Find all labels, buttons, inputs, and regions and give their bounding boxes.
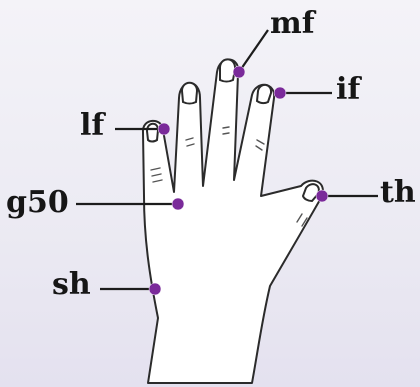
sh-marker bbox=[148, 282, 162, 296]
labels: mf if lf g50 th sh bbox=[6, 6, 416, 302]
label-if: if bbox=[336, 72, 362, 107]
label-g50: g50 bbox=[6, 185, 69, 220]
label-sh: sh bbox=[52, 267, 91, 302]
hand-outline bbox=[141, 58, 324, 384]
label-mf: mf bbox=[270, 6, 317, 41]
fingernails bbox=[145, 58, 320, 203]
thumb-nail bbox=[301, 183, 320, 203]
markers bbox=[148, 65, 329, 296]
mf-marker bbox=[232, 65, 246, 79]
ring-finger-nail bbox=[180, 81, 199, 105]
middle-finger-nail bbox=[219, 58, 236, 83]
th-marker bbox=[315, 189, 329, 203]
label-lf: lf bbox=[80, 108, 106, 143]
leader-lines bbox=[76, 29, 378, 291]
label-th: th bbox=[380, 175, 416, 210]
knuckle-creases bbox=[150, 126, 308, 227]
lf-marker bbox=[157, 122, 171, 136]
g50-marker bbox=[171, 197, 185, 211]
little-finger-nail bbox=[145, 122, 160, 143]
mf-leader bbox=[238, 29, 269, 73]
if-marker bbox=[273, 86, 287, 100]
index-finger-nail bbox=[255, 83, 273, 105]
